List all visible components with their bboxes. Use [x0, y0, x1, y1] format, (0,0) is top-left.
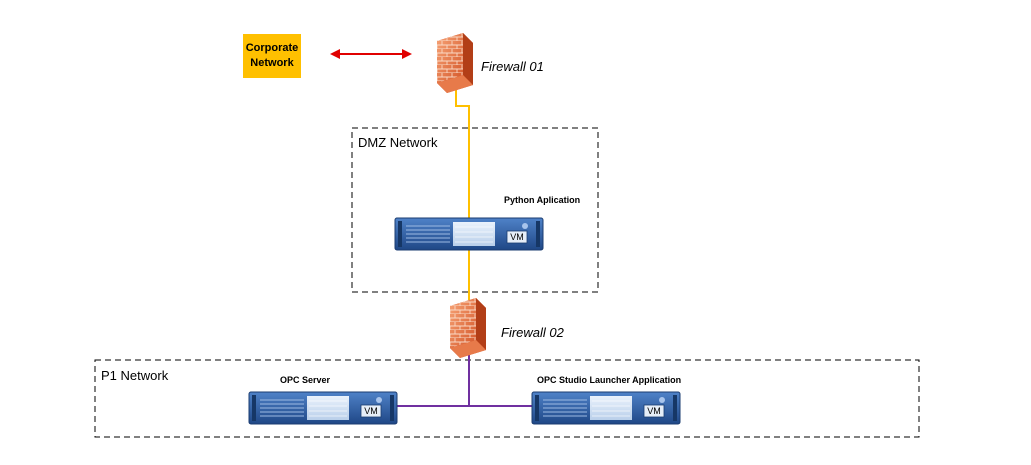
opc-studio-vm-badge: [643, 404, 665, 418]
firewall-01-label: Firewall 01: [481, 59, 544, 74]
p1-network-zone: [94, 359, 920, 438]
firewall-01-icon: [437, 33, 473, 93]
opc-server-vm-badge: [360, 404, 382, 418]
link-firewall01-python: [455, 80, 470, 218]
opc-studio-launcher-server-icon: VM: [531, 391, 681, 425]
python-application-server-icon: VM: [394, 217, 544, 251]
opc-server-label: OPC Server: [280, 375, 331, 385]
opc-server-vm-label: VM: [364, 406, 378, 416]
python-vm-badge: [506, 230, 528, 244]
opc-server-icon: VM: [248, 391, 398, 425]
corporate-network-label-line2: Network: [250, 57, 294, 69]
opc-studio-vm-label: VM: [647, 406, 661, 416]
python-application-label: Python Aplication: [504, 195, 580, 205]
firewall-02-icon: [450, 298, 486, 358]
firewall-02-label: Firewall 02: [501, 325, 565, 340]
dmz-network-label: DMZ Network: [358, 135, 438, 150]
corporate-network-node: Corporate Network: [243, 34, 301, 78]
opc-studio-launcher-label: OPC Studio Launcher Application: [537, 375, 681, 385]
dmz-network-zone: [351, 127, 599, 293]
p1-network-label: P1 Network: [101, 368, 169, 383]
bidirectional-arrow-icon: [330, 49, 412, 59]
corporate-network-label-line1: Corporate: [246, 42, 299, 54]
python-vm-label: VM: [510, 232, 524, 242]
